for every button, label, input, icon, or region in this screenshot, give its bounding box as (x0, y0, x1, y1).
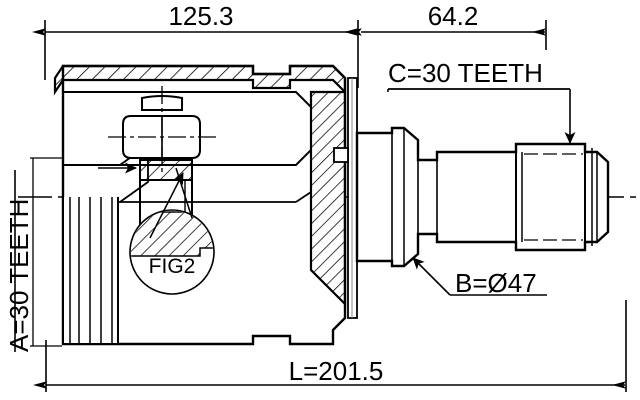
callout-underlines (14, 88, 570, 352)
dimension-label-125: 125.3 (168, 1, 233, 31)
flange-plate (333, 77, 358, 319)
fig2-leader-arrow (149, 172, 184, 239)
spline-a-extension-lines (30, 157, 62, 347)
output-shaft-profile (355, 126, 610, 268)
dimension-label-64: 64.2 (428, 1, 479, 31)
diameter-b-leader (412, 257, 547, 296)
callout-label-diameter-b: B=Ø47 (455, 268, 537, 298)
callout-label-spline-c: C=30 TEETH (388, 58, 543, 88)
spline-c-band (524, 153, 583, 241)
spline-a-teeth (62, 197, 119, 345)
ball-cage-assembly (108, 86, 216, 172)
shaft-step-lines (391, 128, 598, 266)
dimension-label-total-length: L=201.5 (289, 356, 384, 386)
detail-label-fig2: FIG2 (149, 255, 196, 278)
spline-c-leader (387, 88, 576, 144)
housing-section-hatch-right (309, 90, 347, 307)
callout-label-spline-a: A=30 TEETH (4, 199, 34, 352)
